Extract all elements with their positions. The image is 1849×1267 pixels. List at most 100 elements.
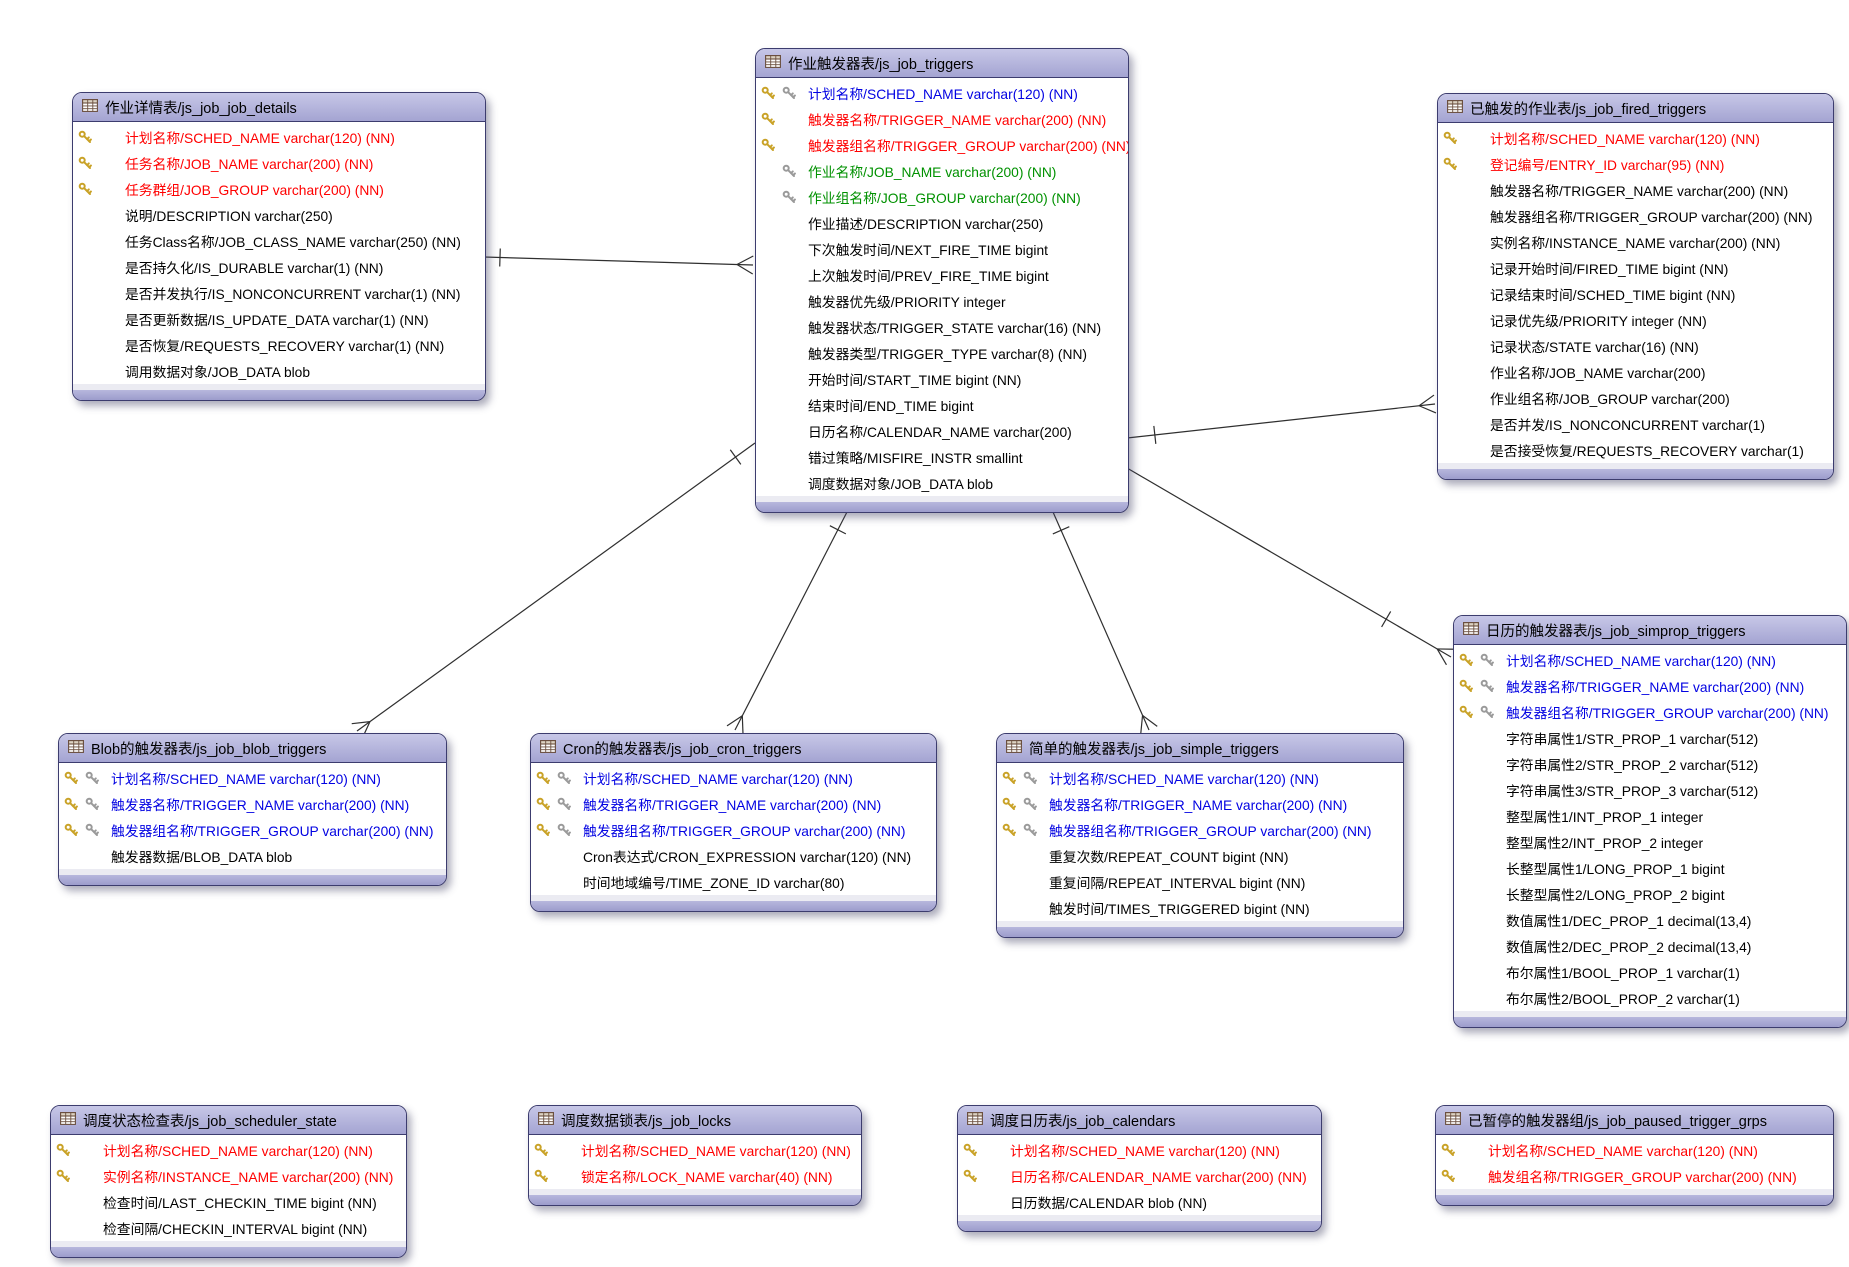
column-row[interactable]: 作业名称/JOB_NAME varchar(200) — [1438, 359, 1833, 385]
column-row[interactable]: 计划名称/SCHED_NAME varchar(120) (NN) — [531, 765, 936, 791]
entity-table-js_job_simprop_triggers[interactable]: 日历的触发器表/js_job_simprop_triggers 计划名称/SCH… — [1453, 615, 1847, 1028]
entity-table-js_job_job_details[interactable]: 作业详情表/js_job_job_details 计划名称/SCHED_NAME… — [72, 92, 486, 401]
entity-table-js_job_fired_triggers[interactable]: 已触发的作业表/js_job_fired_triggers 计划名称/SCHED… — [1437, 93, 1834, 480]
column-row[interactable]: 触发时间/TIMES_TRIGGERED bigint (NN) — [997, 895, 1403, 921]
column-row[interactable]: 重复次数/REPEAT_COUNT bigint (NN) — [997, 843, 1403, 869]
entity-table-js_job_cron_triggers[interactable]: Cron的触发器表/js_job_cron_triggers 计划名称/SCHE… — [530, 733, 937, 912]
entity-table-js_job_paused_trigger_grps[interactable]: 已暂停的触发器组/js_job_paused_trigger_grps 计划名称… — [1435, 1105, 1834, 1206]
column-row[interactable]: 作业组名称/JOB_GROUP varchar(200) (NN) — [756, 184, 1128, 210]
column-row[interactable]: 是否接受恢复/REQUESTS_RECOVERY varchar(1) — [1438, 437, 1833, 463]
table-header[interactable]: 作业触发器表/js_job_triggers — [756, 49, 1128, 78]
column-row[interactable]: 触发器名称/TRIGGER_NAME varchar(200) (NN) — [1438, 177, 1833, 203]
column-row[interactable]: 触发器组名称/TRIGGER_GROUP varchar(200) (NN) — [531, 817, 936, 843]
column-row[interactable]: 作业名称/JOB_NAME varchar(200) (NN) — [756, 158, 1128, 184]
column-row[interactable]: 长整型属性1/LONG_PROP_1 bigint — [1454, 855, 1846, 881]
column-row[interactable]: 任务群组/JOB_GROUP varchar(200) (NN) — [73, 176, 485, 202]
column-row[interactable]: 触发器名称/TRIGGER_NAME varchar(200) (NN) — [59, 791, 446, 817]
column-row[interactable]: 触发器名称/TRIGGER_NAME varchar(200) (NN) — [1454, 673, 1846, 699]
relationship-js_job_triggers-to-js_job_cron_triggers[interactable] — [726, 511, 848, 735]
column-row[interactable]: 检查时间/LAST_CHECKIN_TIME bigint (NN) — [51, 1189, 406, 1215]
column-row[interactable]: 日历名称/CALENDAR_NAME varchar(200) (NN) — [958, 1163, 1321, 1189]
column-row[interactable]: 重复间隔/REPEAT_INTERVAL bigint (NN) — [997, 869, 1403, 895]
column-row[interactable]: 日历名称/CALENDAR_NAME varchar(200) — [756, 418, 1128, 444]
column-row[interactable]: 触发器名称/TRIGGER_NAME varchar(200) (NN) — [997, 791, 1403, 817]
relationship-js_job_triggers-to-js_job_simprop_triggers[interactable] — [1126, 467, 1456, 666]
relationship-js_job_job_details-to-js_job_triggers[interactable] — [483, 248, 754, 275]
column-row[interactable]: 计划名称/SCHED_NAME varchar(120) (NN) — [529, 1137, 861, 1163]
column-row[interactable]: 触发器组名称/TRIGGER_GROUP varchar(200) (NN) — [756, 132, 1128, 158]
column-row[interactable]: 检查间隔/CHECKIN_INTERVAL bigint (NN) — [51, 1215, 406, 1241]
column-row[interactable]: 字符串属性1/STR_PROP_1 varchar(512) — [1454, 725, 1846, 751]
table-header[interactable]: Cron的触发器表/js_job_cron_triggers — [531, 734, 936, 763]
table-header[interactable]: 已暂停的触发器组/js_job_paused_trigger_grps — [1436, 1106, 1833, 1135]
relationship-js_job_triggers-to-js_job_simple_triggers[interactable] — [1052, 511, 1158, 734]
column-row[interactable]: 字符串属性3/STR_PROP_3 varchar(512) — [1454, 777, 1846, 803]
column-row[interactable]: 计划名称/SCHED_NAME varchar(120) (NN) — [997, 765, 1403, 791]
column-row[interactable]: 实例名称/INSTANCE_NAME varchar(200) (NN) — [1438, 229, 1833, 255]
column-row[interactable]: 错过策略/MISFIRE_INSTR smallint — [756, 444, 1128, 470]
table-header[interactable]: 作业详情表/js_job_job_details — [73, 93, 485, 122]
column-row[interactable]: 实例名称/INSTANCE_NAME varchar(200) (NN) — [51, 1163, 406, 1189]
entity-table-js_job_triggers[interactable]: 作业触发器表/js_job_triggers 计划名称/SCHED_NAME v… — [755, 48, 1129, 513]
column-row[interactable]: 触发组名称/TRIGGER_GROUP varchar(200) (NN) — [1436, 1163, 1833, 1189]
column-row[interactable]: 触发器组名称/TRIGGER_GROUP varchar(200) (NN) — [59, 817, 446, 843]
column-row[interactable]: 锁定名称/LOCK_NAME varchar(40) (NN) — [529, 1163, 861, 1189]
column-row[interactable]: 时间地域编号/TIME_ZONE_ID varchar(80) — [531, 869, 936, 895]
column-row[interactable]: 触发器优先级/PRIORITY integer — [756, 288, 1128, 314]
column-row[interactable]: 任务Class名称/JOB_CLASS_NAME varchar(250) (N… — [73, 228, 485, 254]
column-row[interactable]: 日历数据/CALENDAR blob (NN) — [958, 1189, 1321, 1215]
column-row[interactable]: 布尔属性2/BOOL_PROP_2 varchar(1) — [1454, 985, 1846, 1011]
column-row[interactable]: 计划名称/SCHED_NAME varchar(120) (NN) — [59, 765, 446, 791]
column-row[interactable]: 说明/DESCRIPTION varchar(250) — [73, 202, 485, 228]
relationship-js_job_triggers-to-js_job_fired_triggers[interactable] — [1126, 394, 1437, 444]
column-row[interactable]: 数值属性1/DEC_PROP_1 decimal(13,4) — [1454, 907, 1846, 933]
column-row[interactable]: 整型属性2/INT_PROP_2 integer — [1454, 829, 1846, 855]
column-row[interactable]: 下次触发时间/NEXT_FIRE_TIME bigint — [756, 236, 1128, 262]
entity-table-js_job_calendars[interactable]: 调度日历表/js_job_calendars 计划名称/SCHED_NAME v… — [957, 1105, 1322, 1232]
column-row[interactable]: 触发器数据/BLOB_DATA blob — [59, 843, 446, 869]
table-header[interactable]: 调度日历表/js_job_calendars — [958, 1106, 1321, 1135]
column-row[interactable]: 记录优先级/PRIORITY integer (NN) — [1438, 307, 1833, 333]
table-header[interactable]: 调度数据锁表/js_job_locks — [529, 1106, 861, 1135]
column-row[interactable]: 字符串属性2/STR_PROP_2 varchar(512) — [1454, 751, 1846, 777]
column-row[interactable]: 是否并发/IS_NONCONCURRENT varchar(1) — [1438, 411, 1833, 437]
table-header[interactable]: 已触发的作业表/js_job_fired_triggers — [1438, 94, 1833, 123]
column-row[interactable]: 调用数据对象/JOB_DATA blob — [73, 358, 485, 384]
column-row[interactable]: 计划名称/SCHED_NAME varchar(120) (NN) — [73, 124, 485, 150]
entity-table-js_job_scheduler_state[interactable]: 调度状态检查表/js_job_scheduler_state 计划名称/SCHE… — [50, 1105, 407, 1258]
table-header[interactable]: Blob的触发器表/js_job_blob_triggers — [59, 734, 446, 763]
column-row[interactable]: 开始时间/START_TIME bigint (NN) — [756, 366, 1128, 392]
column-row[interactable]: 触发器名称/TRIGGER_NAME varchar(200) (NN) — [531, 791, 936, 817]
column-row[interactable]: 计划名称/SCHED_NAME varchar(120) (NN) — [756, 80, 1128, 106]
column-row[interactable]: 是否持久化/IS_DURABLE varchar(1) (NN) — [73, 254, 485, 280]
entity-table-js_job_locks[interactable]: 调度数据锁表/js_job_locks 计划名称/SCHED_NAME varc… — [528, 1105, 862, 1206]
column-row[interactable]: 上次触发时间/PREV_FIRE_TIME bigint — [756, 262, 1128, 288]
column-row[interactable]: 触发器类型/TRIGGER_TYPE varchar(8) (NN) — [756, 340, 1128, 366]
column-row[interactable]: 计划名称/SCHED_NAME varchar(120) (NN) — [1436, 1137, 1833, 1163]
column-row[interactable]: 记录开始时间/FIRED_TIME bigint (NN) — [1438, 255, 1833, 281]
column-row[interactable]: 触发器组名称/TRIGGER_GROUP varchar(200) (NN) — [997, 817, 1403, 843]
column-row[interactable]: Cron表达式/CRON_EXPRESSION varchar(120) (NN… — [531, 843, 936, 869]
table-header[interactable]: 调度状态检查表/js_job_scheduler_state — [51, 1106, 406, 1135]
relationship-js_job_triggers-to-js_job_blob_triggers[interactable] — [351, 442, 756, 739]
column-row[interactable]: 布尔属性1/BOOL_PROP_1 varchar(1) — [1454, 959, 1846, 985]
column-row[interactable]: 整型属性1/INT_PROP_1 integer — [1454, 803, 1846, 829]
column-row[interactable]: 登记编号/ENTRY_ID varchar(95) (NN) — [1438, 151, 1833, 177]
entity-table-js_job_blob_triggers[interactable]: Blob的触发器表/js_job_blob_triggers 计划名称/SCHE… — [58, 733, 447, 886]
column-row[interactable]: 计划名称/SCHED_NAME varchar(120) (NN) — [1454, 647, 1846, 673]
column-row[interactable]: 作业组名称/JOB_GROUP varchar(200) — [1438, 385, 1833, 411]
column-row[interactable]: 是否更新数据/IS_UPDATE_DATA varchar(1) (NN) — [73, 306, 485, 332]
column-row[interactable]: 计划名称/SCHED_NAME varchar(120) (NN) — [51, 1137, 406, 1163]
column-row[interactable]: 触发器名称/TRIGGER_NAME varchar(200) (NN) — [756, 106, 1128, 132]
column-row[interactable]: 计划名称/SCHED_NAME varchar(120) (NN) — [958, 1137, 1321, 1163]
table-header[interactable]: 日历的触发器表/js_job_simprop_triggers — [1454, 616, 1846, 645]
column-row[interactable]: 结束时间/END_TIME bigint — [756, 392, 1128, 418]
column-row[interactable]: 触发器组名称/TRIGGER_GROUP varchar(200) (NN) — [1454, 699, 1846, 725]
column-row[interactable]: 任务名称/JOB_NAME varchar(200) (NN) — [73, 150, 485, 176]
column-row[interactable]: 调度数据对象/JOB_DATA blob — [756, 470, 1128, 496]
column-row[interactable]: 长整型属性2/LONG_PROP_2 bigint — [1454, 881, 1846, 907]
column-row[interactable]: 是否恢复/REQUESTS_RECOVERY varchar(1) (NN) — [73, 332, 485, 358]
column-row[interactable]: 触发器状态/TRIGGER_STATE varchar(16) (NN) — [756, 314, 1128, 340]
column-row[interactable]: 计划名称/SCHED_NAME varchar(120) (NN) — [1438, 125, 1833, 151]
entity-table-js_job_simple_triggers[interactable]: 简单的触发器表/js_job_simple_triggers 计划名称/SCHE… — [996, 733, 1404, 938]
